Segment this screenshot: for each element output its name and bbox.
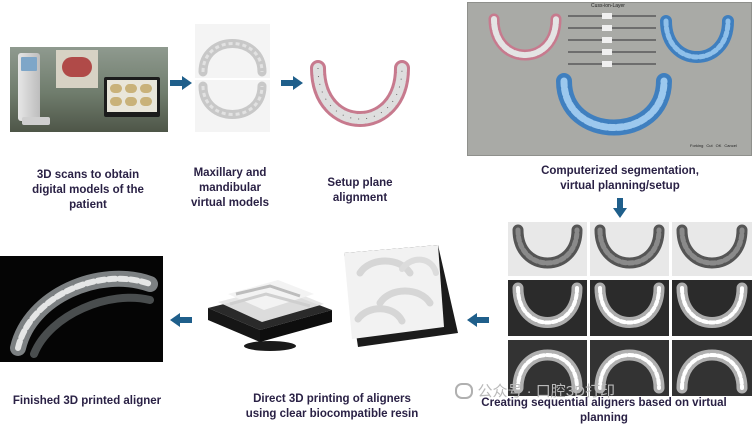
ok-button[interactable]: OK <box>716 143 722 148</box>
setup-arch-model <box>304 54 416 136</box>
virtual-arch-models <box>195 24 270 132</box>
intraoral-scanner-photo <box>10 47 168 132</box>
segmentation-software-window: Cuss-ion-Layer Forking Cut OK Cancel <box>467 2 752 156</box>
step-label-scan: 3D scans to obtain digital models of the… <box>18 168 158 213</box>
arrow-right-icon <box>170 76 192 90</box>
arrow-right-icon <box>281 76 303 90</box>
arrow-left-icon <box>467 313 489 327</box>
cancel-button[interactable]: Cancel <box>724 143 736 148</box>
step-label-virtual: Maxillary and mandibular virtual models <box>175 166 285 211</box>
step-label-sequential: Creating sequential aligners based on vi… <box>460 396 748 426</box>
step-label-print: Direct 3D printing of aligners using cle… <box>232 392 432 422</box>
cut-button[interactable]: Cut <box>706 143 712 148</box>
step-label-segment: Computerized segmentation, virtual plann… <box>520 164 720 194</box>
printed-resin-tray <box>340 243 460 349</box>
forking-button[interactable]: Forking <box>690 143 703 148</box>
printed-build-plate <box>200 268 338 354</box>
step-label-setup: Setup plane alignment <box>305 176 415 206</box>
arrow-down-icon <box>613 198 627 218</box>
sequential-aligners-grid <box>508 222 752 396</box>
step-label-finished: Finished 3D printed aligner <box>2 394 172 409</box>
arrow-left-icon <box>170 313 192 327</box>
software-title: Cuss-ion-Layer <box>578 3 638 9</box>
finished-aligner-photo <box>0 256 163 362</box>
